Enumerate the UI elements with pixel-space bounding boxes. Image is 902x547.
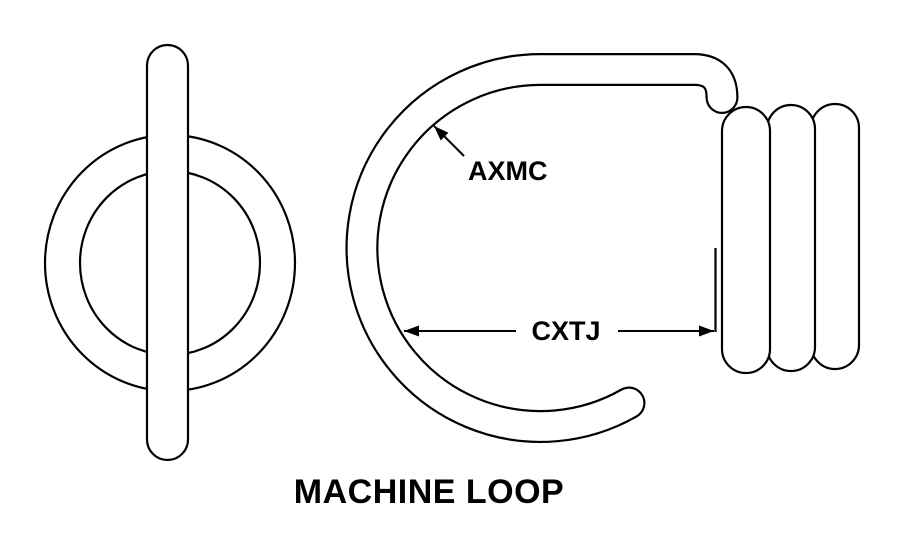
cxtj-label: CXTJ (531, 316, 600, 346)
coil-turn-1 (720, 105, 772, 375)
side-view: AXMC CXTJ (345, 53, 861, 443)
front-view (43, 43, 297, 462)
loop-wire-fill (347, 55, 737, 441)
coil-turn-2 (765, 103, 817, 373)
wire-vertical-bar (145, 43, 190, 462)
axmc-label: AXMC (468, 156, 548, 186)
axmc-arrow-icon (433, 125, 465, 157)
diagram-title: MACHINE LOOP (294, 473, 564, 511)
coil-turn-3 (809, 102, 861, 371)
